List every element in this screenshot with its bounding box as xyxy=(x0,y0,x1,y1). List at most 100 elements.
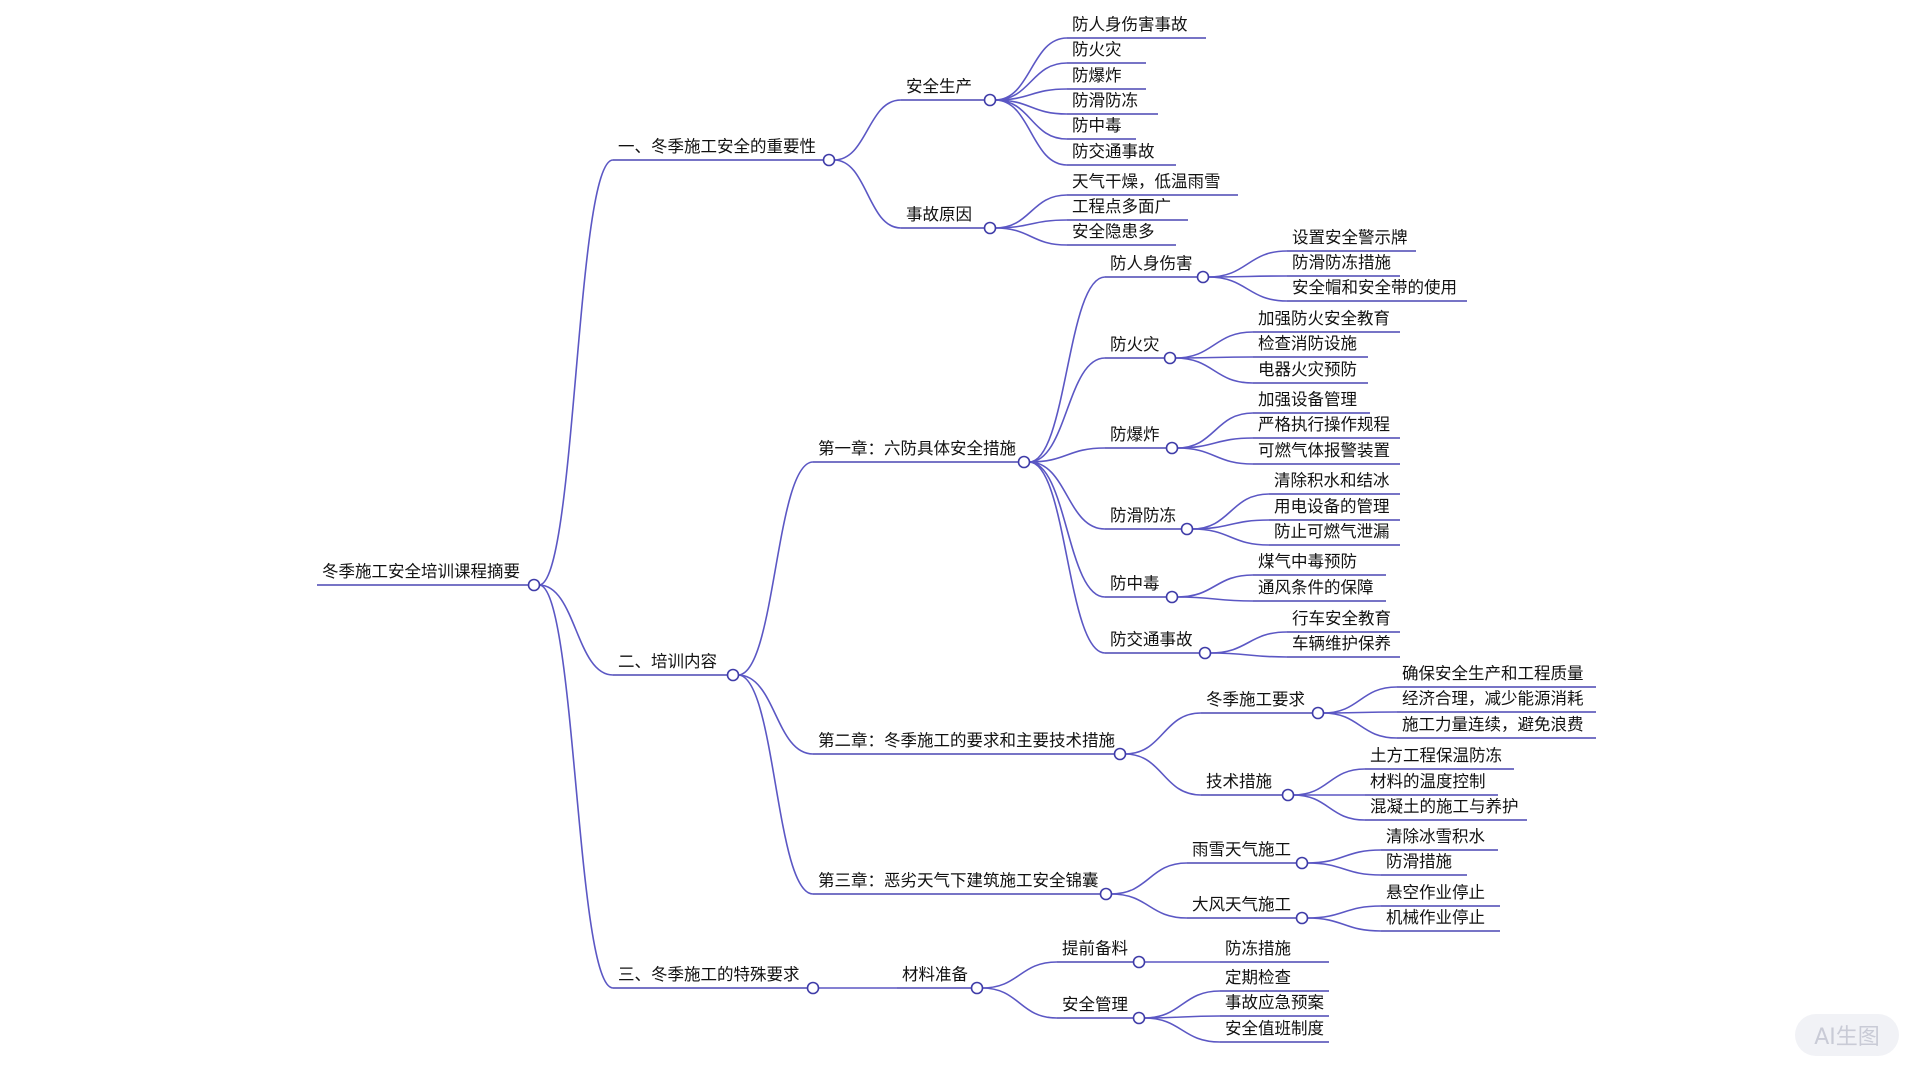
mindmap-node-s3a2[interactable]: 安全管理 xyxy=(1057,995,1146,1025)
collapse-toggle-circle[interactable] xyxy=(1099,887,1113,901)
mindmap-node-c1e1[interactable]: 煤气中毒预防 xyxy=(1253,552,1386,576)
mindmap-node-s3a2a[interactable]: 定期检查 xyxy=(1220,968,1329,992)
edge-c1d-c1d1 xyxy=(1191,493,1270,530)
mindmap-node-c1a2[interactable]: 防滑防冻措施 xyxy=(1287,253,1400,277)
mindmap-node-c3b2[interactable]: 机械作业停止 xyxy=(1381,908,1500,932)
node-label: 第二章：冬季施工的要求和主要技术措施 xyxy=(818,731,1115,750)
mindmap-node-s3a2b[interactable]: 事故应急预案 xyxy=(1220,993,1329,1017)
mindmap-node-c3b[interactable]: 大风天气施工 xyxy=(1187,895,1309,925)
mindmap-node-c1e[interactable]: 防中毒 xyxy=(1105,574,1179,604)
mindmap-node-c1d1[interactable]: 清除积水和结冰 xyxy=(1269,471,1400,495)
mindmap-node-s2[interactable]: 二、培训内容 xyxy=(613,652,740,682)
mindmap-node-s1a4[interactable]: 防滑防冻 xyxy=(1067,91,1158,115)
mindmap-node-c1b[interactable]: 防火灾 xyxy=(1105,335,1177,365)
collapse-toggle-circle[interactable] xyxy=(822,153,836,167)
mindmap-node-c3[interactable]: 第三章：恶劣天气下建筑施工安全锦囊 xyxy=(813,871,1113,901)
edge-c3-c3a xyxy=(1110,862,1188,895)
node-label: 大风天气施工 xyxy=(1192,895,1291,914)
mindmap-node-c1b2[interactable]: 检查消防设施 xyxy=(1253,334,1368,358)
mindmap-node-c1a1[interactable]: 设置安全警示牌 xyxy=(1287,228,1416,252)
collapse-toggle-circle[interactable] xyxy=(1132,1011,1146,1025)
mindmap-node-s1b1[interactable]: 天气干燥，低温雨雪 xyxy=(1067,172,1238,196)
node-label: 事故应急预案 xyxy=(1225,993,1325,1012)
mindmap-node-c2a[interactable]: 冬季施工要求 xyxy=(1201,690,1325,720)
mindmap-node-s1a3[interactable]: 防爆炸 xyxy=(1067,66,1146,90)
mindmap-node-c1e2[interactable]: 通风条件的保障 xyxy=(1253,578,1386,602)
edge-c3a-c3a1 xyxy=(1306,849,1382,864)
mindmap-node-c2a1[interactable]: 确保安全生产和工程质量 xyxy=(1397,664,1596,688)
edge-s1a-s1a2 xyxy=(994,62,1068,101)
collapse-toggle-circle[interactable] xyxy=(1017,455,1031,469)
mindmap-node-root[interactable]: 冬季施工安全培训课程摘要 xyxy=(317,562,541,592)
collapse-toggle-circle[interactable] xyxy=(527,578,541,592)
collapse-toggle-circle[interactable] xyxy=(983,93,997,107)
mindmap-node-c2b3[interactable]: 混凝土的施工与养护 xyxy=(1365,797,1527,821)
node-label: 混凝土的施工与养护 xyxy=(1370,797,1519,816)
collapse-toggle-circle[interactable] xyxy=(1198,646,1212,660)
mindmap-node-c2b[interactable]: 技术措施 xyxy=(1201,772,1295,802)
mindmap-node-c2[interactable]: 第二章：冬季施工的要求和主要技术措施 xyxy=(813,731,1127,761)
collapse-toggle-circle[interactable] xyxy=(1295,911,1309,925)
mindmap-node-s1b3[interactable]: 安全隐患多 xyxy=(1067,222,1176,246)
mindmap-node-c3b1[interactable]: 悬空作业停止 xyxy=(1381,883,1500,907)
collapse-toggle-circle[interactable] xyxy=(726,668,740,682)
collapse-toggle-circle[interactable] xyxy=(983,221,997,235)
mindmap-node-s1b[interactable]: 事故原因 xyxy=(901,205,997,235)
mindmap-node-s3a[interactable]: 材料准备 xyxy=(897,965,984,995)
node-label: 工程点多面广 xyxy=(1072,197,1171,216)
mindmap-node-c1b3[interactable]: 电器火灾预防 xyxy=(1253,360,1368,384)
mindmap-node-c2b2[interactable]: 材料的温度控制 xyxy=(1365,772,1498,796)
mindmap-node-c1c[interactable]: 防爆炸 xyxy=(1105,425,1179,455)
mindmap-node-s1b2[interactable]: 工程点多面广 xyxy=(1067,197,1188,221)
mindmap-node-c3a[interactable]: 雨雪天气施工 xyxy=(1187,840,1309,870)
mindmap-node-c3a2[interactable]: 防滑措施 xyxy=(1381,852,1467,876)
collapse-toggle-circle[interactable] xyxy=(1281,788,1295,802)
mindmap-node-s1[interactable]: 一、冬季施工安全的重要性 xyxy=(613,137,836,167)
mindmap-node-c3a1[interactable]: 清除冰雪积水 xyxy=(1381,827,1498,851)
mindmap-node-s3a1[interactable]: 提前备料 xyxy=(1057,939,1146,969)
node-label: 施工力量连续，避免浪费 xyxy=(1402,715,1584,734)
mindmap-node-c1c2[interactable]: 严格执行操作规程 xyxy=(1253,415,1400,439)
mindmap-node-s3[interactable]: 三、冬季施工的特殊要求 xyxy=(613,965,820,995)
mindmap-node-c1d[interactable]: 防滑防冻 xyxy=(1105,506,1194,536)
mindmap-node-s1a6[interactable]: 防交通事故 xyxy=(1067,142,1176,166)
node-label: 清除积水和结冰 xyxy=(1274,471,1390,490)
mindmap-node-s1a5[interactable]: 防中毒 xyxy=(1067,116,1136,140)
collapse-toggle-circle[interactable] xyxy=(1163,351,1177,365)
collapse-toggle-circle[interactable] xyxy=(1311,706,1325,720)
collapse-toggle-circle[interactable] xyxy=(1165,590,1179,604)
collapse-toggle-circle[interactable] xyxy=(1165,441,1179,455)
mindmap-node-c1b1[interactable]: 加强防火安全教育 xyxy=(1253,309,1400,333)
mindmap-node-c2b1[interactable]: 土方工程保温防冻 xyxy=(1365,746,1514,770)
collapse-toggle-circle[interactable] xyxy=(1132,955,1146,969)
mindmap-node-c2a2[interactable]: 经济合理，减少能源消耗 xyxy=(1397,689,1596,713)
collapse-toggle-circle[interactable] xyxy=(1196,270,1210,284)
mindmap-node-c1d3[interactable]: 防止可燃气泄漏 xyxy=(1269,522,1400,546)
mindmap-node-c1a3[interactable]: 安全帽和安全带的使用 xyxy=(1287,278,1467,302)
mindmap-node-c1c1[interactable]: 加强设备管理 xyxy=(1253,390,1370,414)
collapse-toggle-circle[interactable] xyxy=(1113,747,1127,761)
mindmap-node-s1a1[interactable]: 防人身伤害事故 xyxy=(1067,15,1206,39)
mindmap-node-s1a[interactable]: 安全生产 xyxy=(901,77,997,107)
edge-c1-c1a xyxy=(1028,276,1106,463)
mindmap-node-s1a2[interactable]: 防火灾 xyxy=(1067,40,1146,64)
mindmap-node-c1d2[interactable]: 用电设备的管理 xyxy=(1269,497,1400,521)
mindmap-node-s3a1a[interactable]: 防冻措施 xyxy=(1220,939,1329,963)
edge-c2-c2b xyxy=(1124,753,1202,796)
mindmap-node-c1c3[interactable]: 可燃气体报警装置 xyxy=(1253,441,1400,465)
mindmap-node-c1f1[interactable]: 行车安全教育 xyxy=(1287,609,1400,633)
collapse-toggle-circle[interactable] xyxy=(1295,856,1309,870)
edge-s1b-s1b1 xyxy=(994,194,1068,229)
collapse-toggle-circle[interactable] xyxy=(806,981,820,995)
mindmap-node-c1[interactable]: 第一章：六防具体安全措施 xyxy=(813,439,1031,469)
mindmap-node-c1f[interactable]: 防交通事故 xyxy=(1105,630,1212,660)
node-label: 三、冬季施工的特殊要求 xyxy=(618,965,800,984)
mindmap-node-c2a3[interactable]: 施工力量连续，避免浪费 xyxy=(1397,715,1596,739)
mindmap-node-s3a2c[interactable]: 安全值班制度 xyxy=(1220,1019,1329,1043)
mindmap-node-c1f2[interactable]: 车辆维护保养 xyxy=(1287,634,1400,658)
collapse-toggle-circle[interactable] xyxy=(970,981,984,995)
edge-root-s3 xyxy=(538,584,614,989)
collapse-toggle-circle[interactable] xyxy=(1180,522,1194,536)
mindmap-node-c1a[interactable]: 防人身伤害 xyxy=(1105,254,1210,284)
